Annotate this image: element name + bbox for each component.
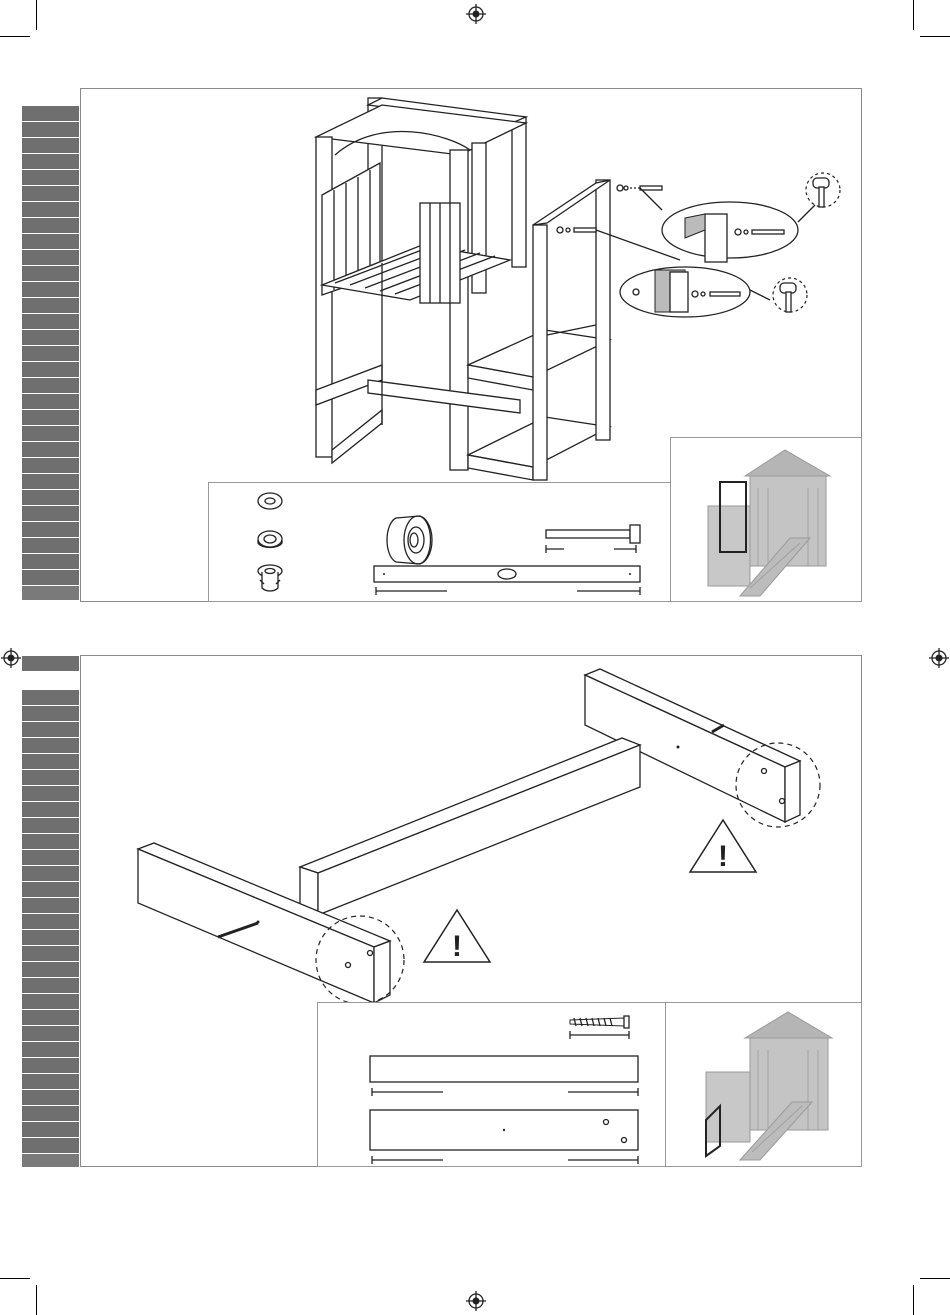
warning-triangle-icon: ! xyxy=(688,818,758,874)
step-a-stripe xyxy=(22,106,79,600)
svg-text:!: ! xyxy=(718,840,728,873)
crop-mark xyxy=(920,36,950,37)
t-nut-part xyxy=(254,562,286,594)
hammer-icon xyxy=(805,165,841,215)
crosshair-registration-icon xyxy=(1,648,21,668)
crop-mark xyxy=(36,1285,37,1315)
warning-triangle-icon: ! xyxy=(422,908,492,964)
beam-with-holes-part xyxy=(368,1106,640,1164)
crop-mark xyxy=(920,1278,950,1279)
crosshair-registration-icon xyxy=(466,4,486,24)
crosshair-registration-icon xyxy=(929,648,949,668)
step-b-stripe xyxy=(22,690,79,1167)
beam-part xyxy=(368,1052,640,1098)
step-b-header-stripe xyxy=(22,656,79,672)
crop-mark xyxy=(36,0,37,30)
crop-mark xyxy=(913,0,914,30)
beam-with-hole-part xyxy=(372,562,644,598)
hammer-icon xyxy=(772,270,808,320)
svg-text:!: ! xyxy=(452,930,462,963)
playhouse-preview-b xyxy=(700,1010,840,1160)
crop-mark xyxy=(913,1285,914,1315)
bolt-part xyxy=(544,522,644,554)
washer-part xyxy=(256,490,284,512)
screw-part xyxy=(566,1010,636,1040)
plastic-cap-part xyxy=(382,512,438,568)
crop-mark xyxy=(0,36,30,37)
crop-mark xyxy=(0,1278,30,1279)
crosshair-registration-icon xyxy=(466,1291,486,1311)
playhouse-preview-a xyxy=(700,448,840,596)
lock-washer-part xyxy=(256,528,284,552)
